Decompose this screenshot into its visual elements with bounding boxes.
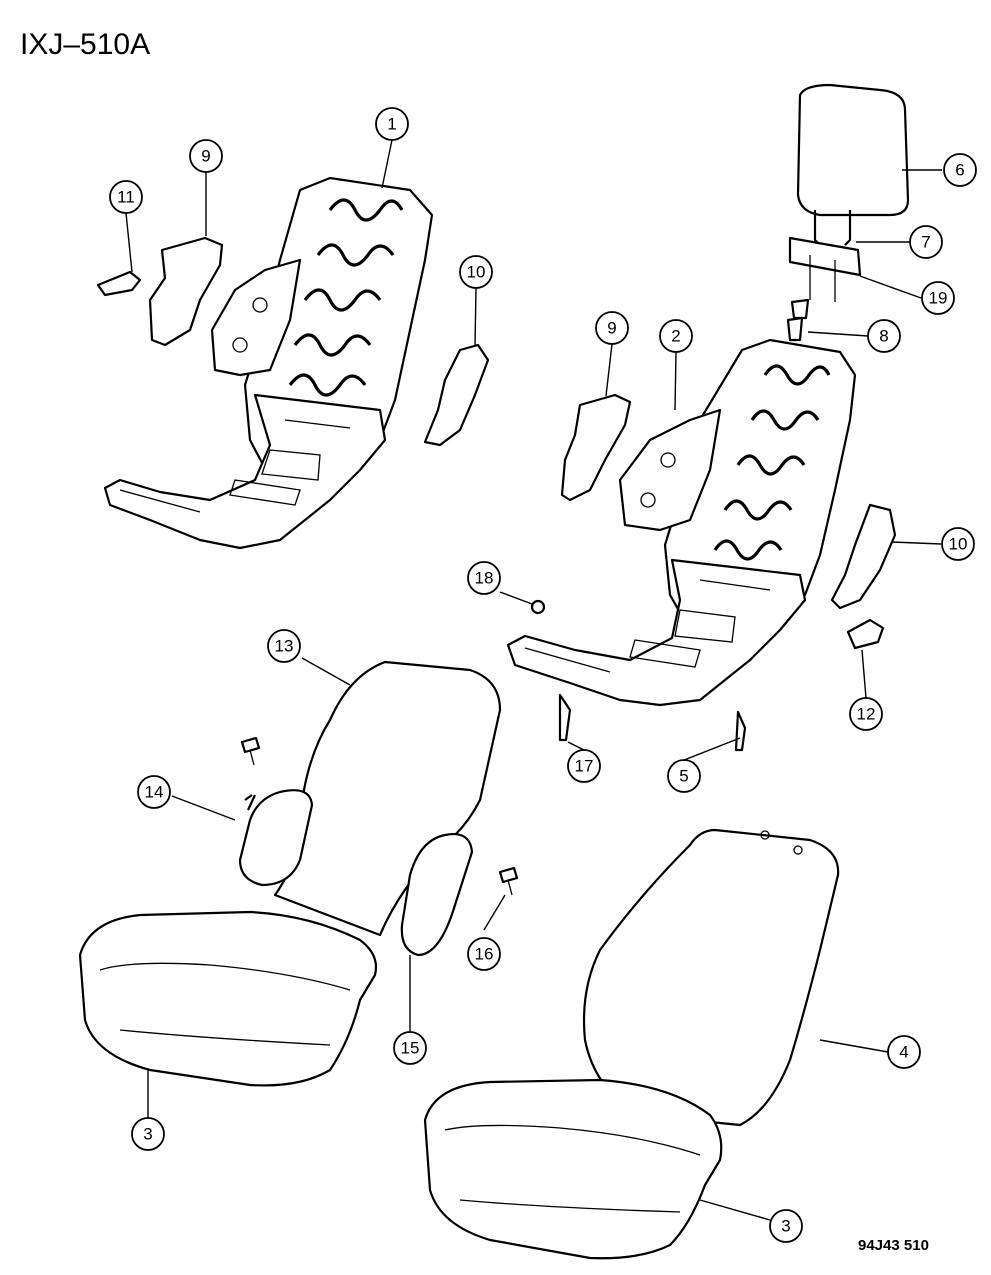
callout-7: 7 xyxy=(909,225,943,259)
callout-10-right: 10 xyxy=(941,527,975,561)
figure-code: 94J43 510 xyxy=(858,1237,929,1254)
callout-9-right: 9 xyxy=(595,311,629,345)
svg-text:1: 1 xyxy=(387,115,396,134)
svg-text:18: 18 xyxy=(475,569,494,588)
headrest-assembly xyxy=(786,83,910,342)
seat-frame-left xyxy=(103,176,434,550)
diagram-title: IXJ–510A xyxy=(20,28,150,61)
svg-text:17: 17 xyxy=(575,757,594,776)
svg-text:2: 2 xyxy=(671,327,680,346)
callout-13: 13 xyxy=(267,629,301,663)
svg-text:8: 8 xyxy=(879,327,888,346)
callout-11: 11 xyxy=(109,180,143,214)
callout-6: 6 xyxy=(943,153,977,187)
svg-text:9: 9 xyxy=(607,319,616,338)
seat-cushion-right xyxy=(423,1078,723,1260)
seat-frame-right xyxy=(506,338,857,752)
svg-text:12: 12 xyxy=(857,705,876,724)
callout-5: 5 xyxy=(667,759,701,793)
callout-15: 15 xyxy=(393,1031,427,1065)
svg-text:10: 10 xyxy=(949,535,968,554)
callout-10-left: 10 xyxy=(459,255,493,289)
svg-text:3: 3 xyxy=(781,1217,790,1236)
side-trim-parts xyxy=(96,236,897,650)
svg-text:16: 16 xyxy=(475,945,494,964)
svg-text:19: 19 xyxy=(929,289,948,308)
callout-12: 12 xyxy=(849,697,883,731)
callout-4: 4 xyxy=(887,1035,921,1069)
seat-cushion-left xyxy=(78,910,378,1087)
svg-text:7: 7 xyxy=(921,233,930,252)
callout-17: 17 xyxy=(567,749,601,783)
seat-back-panel xyxy=(238,660,502,957)
svg-text:4: 4 xyxy=(899,1043,908,1062)
svg-text:14: 14 xyxy=(145,783,164,802)
callout-9-left: 9 xyxy=(189,139,223,173)
callout-1: 1 xyxy=(375,107,409,141)
callout-8: 8 xyxy=(867,319,901,353)
svg-text:3: 3 xyxy=(143,1125,152,1144)
svg-text:10: 10 xyxy=(467,263,486,282)
seat-back-right xyxy=(582,828,840,1127)
svg-text:9: 9 xyxy=(201,147,210,166)
callout-2: 2 xyxy=(659,319,693,353)
svg-text:11: 11 xyxy=(117,188,135,207)
callout-14: 14 xyxy=(137,775,171,809)
svg-text:5: 5 xyxy=(679,767,688,786)
svg-text:15: 15 xyxy=(401,1039,420,1058)
svg-text:6: 6 xyxy=(955,161,964,180)
fastener-parts xyxy=(240,736,519,896)
callout-16: 16 xyxy=(467,937,501,971)
callout-3-right: 3 xyxy=(769,1209,803,1243)
leader-lines xyxy=(125,139,942,1221)
callout-3-left: 3 xyxy=(131,1117,165,1151)
svg-text:13: 13 xyxy=(275,637,294,656)
callout-18: 18 xyxy=(467,561,501,595)
callout-19: 19 xyxy=(921,281,955,315)
